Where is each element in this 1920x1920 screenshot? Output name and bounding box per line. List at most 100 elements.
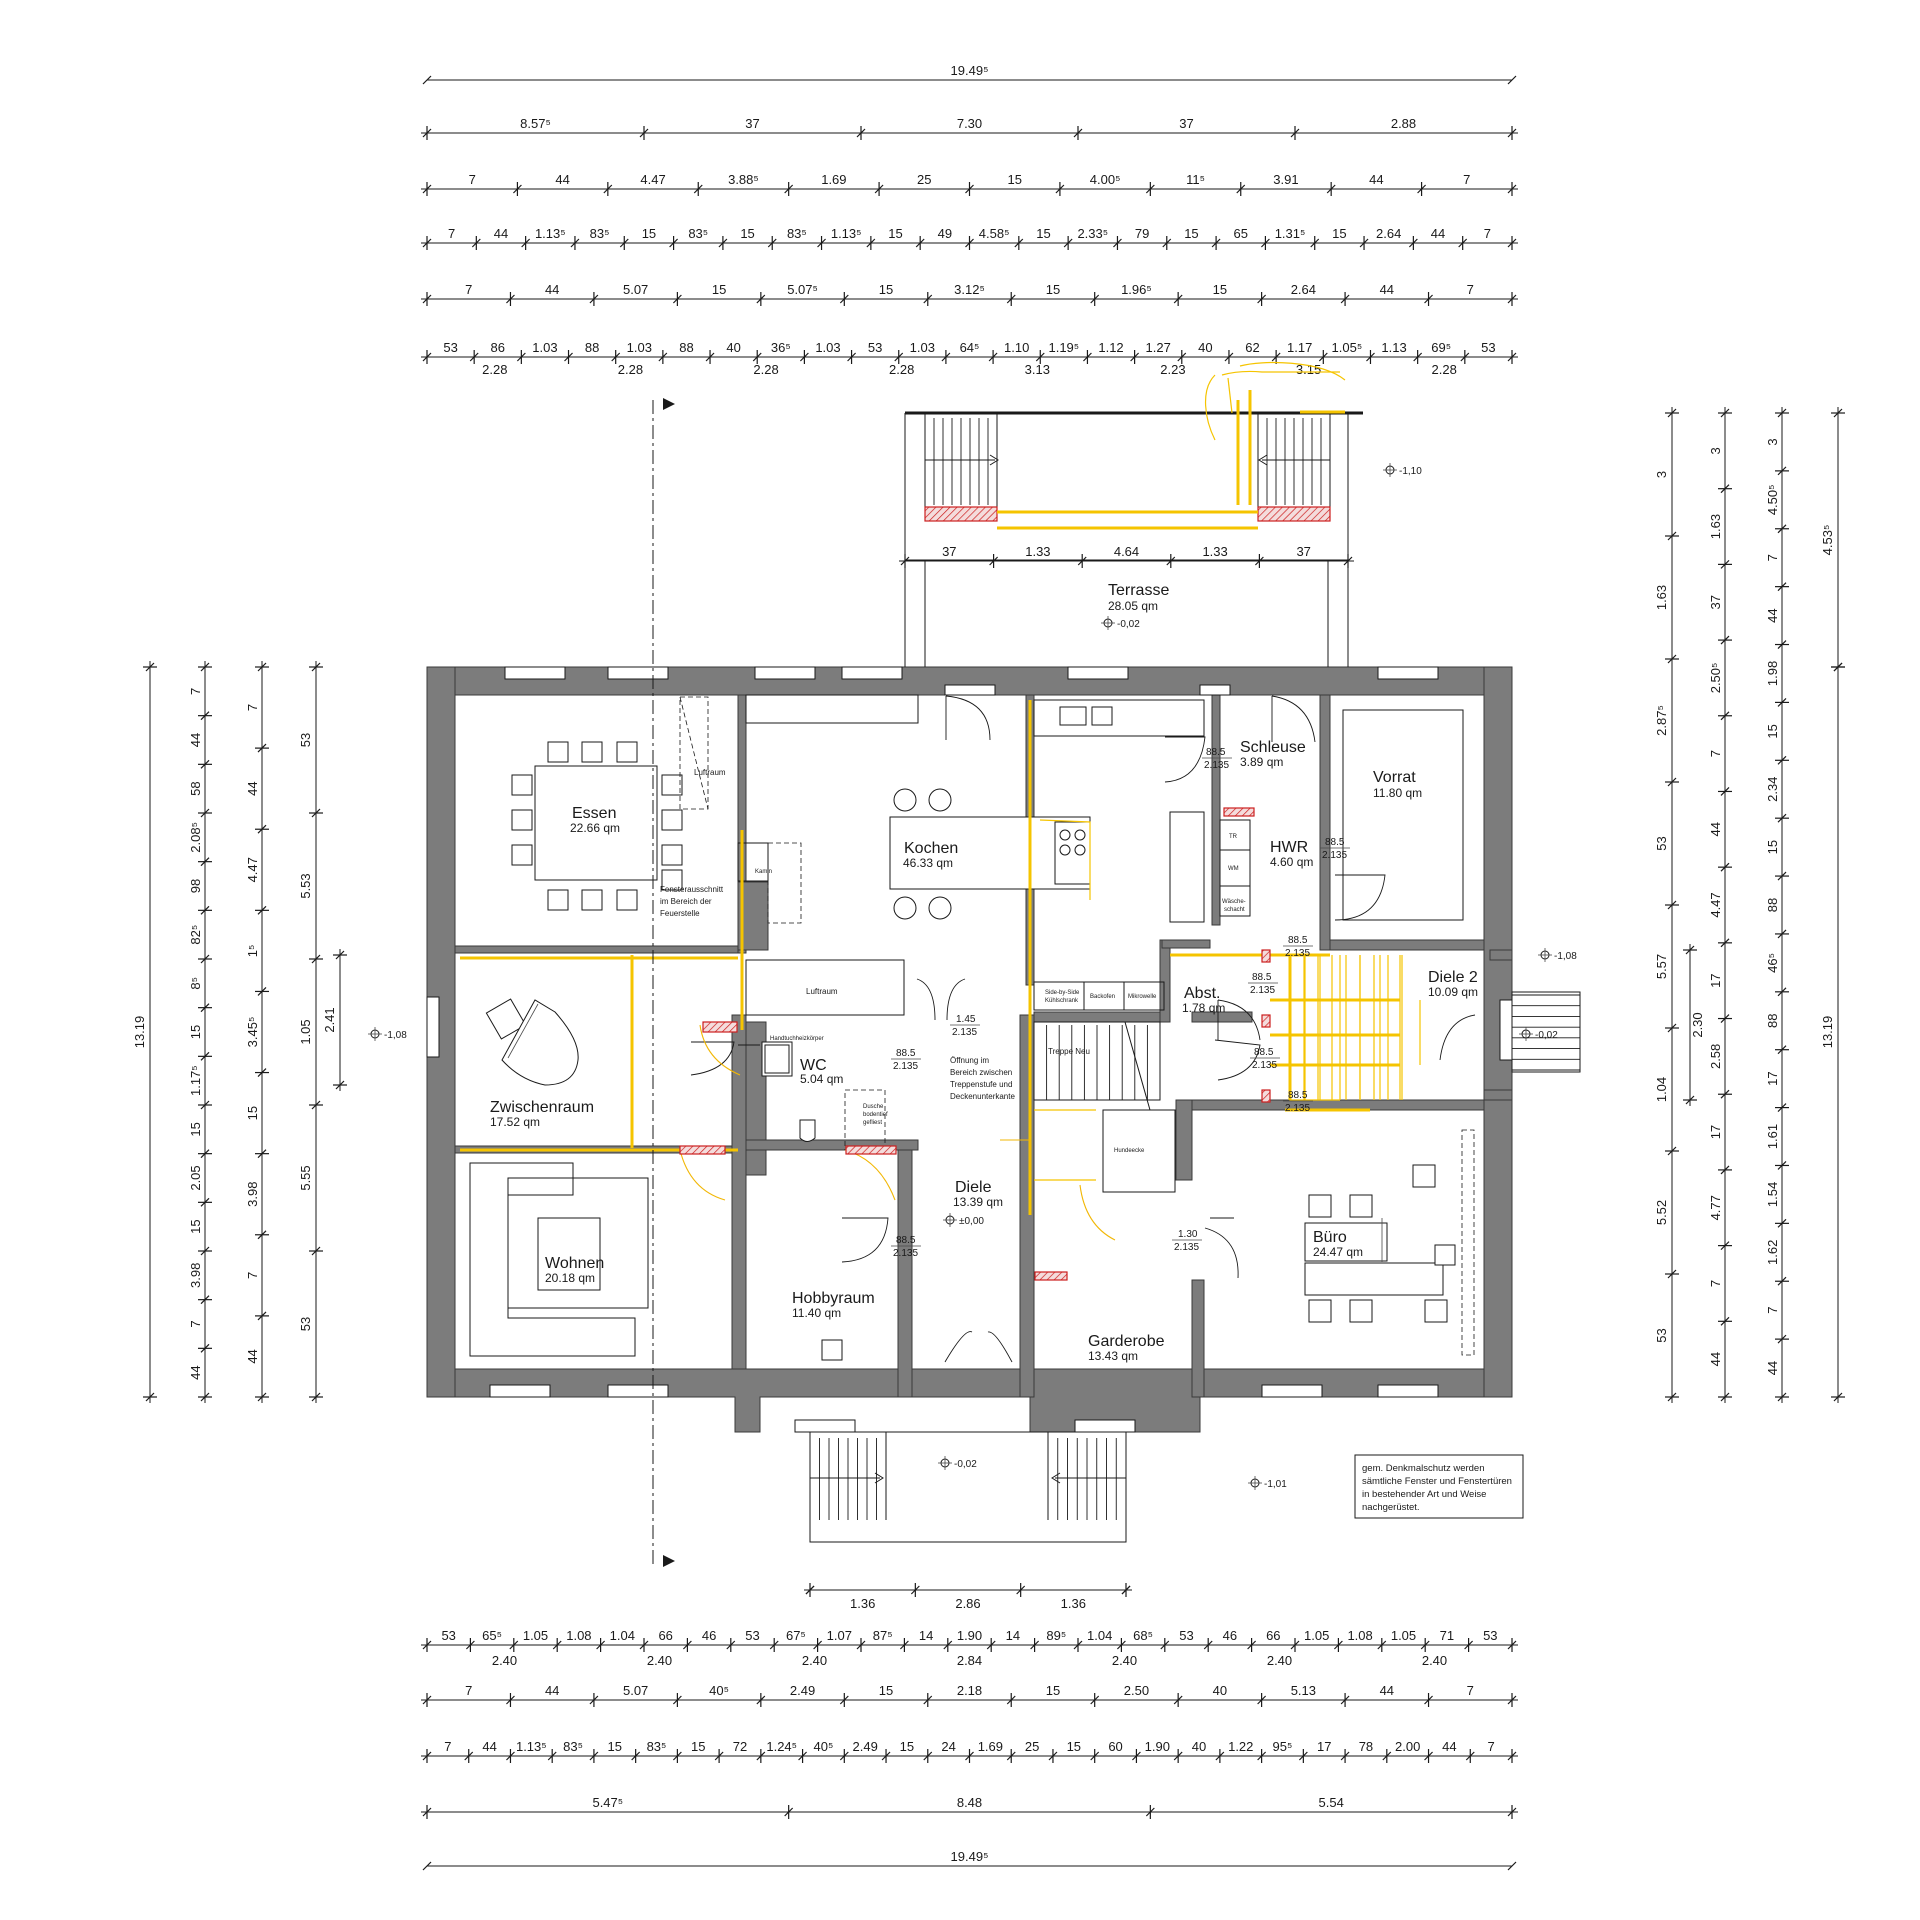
dim-bottom-row3-label: 25 bbox=[1025, 1739, 1039, 1754]
dim-top-row6b-label: 2.28 bbox=[482, 362, 507, 377]
dim-top-row2-label: 7.30 bbox=[957, 116, 982, 131]
dim-bottom-row1a-label: 1.90 bbox=[957, 1628, 982, 1643]
dim-terrace-label: 37 bbox=[1296, 544, 1310, 559]
dim-left-col1-label: 15 bbox=[188, 1122, 203, 1136]
dim-left-col1-label: 44 bbox=[188, 1365, 203, 1379]
dim-bottom-row3-label: 60 bbox=[1108, 1739, 1122, 1754]
dim-right-colA-label: 2.87⁵ bbox=[1654, 705, 1669, 736]
dim-terrace-label: 1.33 bbox=[1202, 544, 1227, 559]
dim-top-row4-label: 15 bbox=[1184, 226, 1198, 241]
door-abst-w: 88.5 bbox=[1252, 972, 1272, 983]
dim-bottom-row3-label: 78 bbox=[1359, 1739, 1373, 1754]
dim-top-row6b-label: 3.15 bbox=[1296, 362, 1321, 377]
label-oeffnung-1: Öffnung im bbox=[950, 1056, 989, 1065]
label-side-by-side: Side-by-Side bbox=[1045, 990, 1080, 996]
level-lv_s: -0,02 bbox=[954, 1459, 977, 1470]
door-schleuse-w: 88.5 bbox=[1206, 747, 1226, 758]
door-hobby-h: 2.135 bbox=[893, 1248, 918, 1259]
dim-top-row4-label: 2.33⁵ bbox=[1077, 226, 1108, 241]
dim-top-row3-label: 4.47 bbox=[640, 172, 665, 187]
dim-terrace-label: 4.64 bbox=[1114, 544, 1139, 559]
label-dusche-1: Dusche bbox=[863, 1104, 884, 1110]
dim-top-row4-label: 15 bbox=[888, 226, 902, 241]
dim-top-row3-label: 11⁵ bbox=[1186, 172, 1205, 187]
dim-bottom-stairs-label: 1.36 bbox=[1061, 1596, 1086, 1611]
dim-left-col3-label: 53 bbox=[298, 1317, 313, 1331]
dim-top-row5-label: 7 bbox=[1467, 282, 1474, 297]
room-name-garderobe: Garderobe bbox=[1088, 1333, 1165, 1350]
dim-bottom-row1b-label: 2.40 bbox=[1112, 1653, 1137, 1668]
dim-terrace-label: 37 bbox=[942, 544, 956, 559]
dim-bottom-row3-label: 2.49 bbox=[853, 1739, 878, 1754]
dim-bottom-row2-label: 7 bbox=[1467, 1683, 1474, 1698]
door-hobby-w: 88.5 bbox=[896, 1235, 916, 1246]
dim-bottom-row1a-label: 1.04 bbox=[610, 1628, 635, 1643]
door-stair-w: 88.5 bbox=[1254, 1047, 1274, 1058]
dim-bottom-row3-label: 40 bbox=[1192, 1739, 1206, 1754]
dim-left-col4-label: 2.41 bbox=[322, 1007, 337, 1032]
dim-top-row4-label: 83⁵ bbox=[688, 226, 708, 241]
dim-bottom-row3-label: 15 bbox=[608, 1739, 622, 1754]
dim-top-row6a-label: 53 bbox=[868, 340, 882, 355]
dim-right-colC-label: 46⁵ bbox=[1765, 953, 1780, 973]
dim-bottom-stairs-label: 1.36 bbox=[850, 1596, 875, 1611]
annotations: Luftraum Luftraum Kamin Fensterausschnit… bbox=[660, 768, 1246, 1154]
door-kochen-h: 2.135 bbox=[952, 1027, 977, 1038]
room-name-abst: Abst. bbox=[1184, 985, 1220, 1002]
room-name-zwischenraum: Zwischenraum bbox=[490, 1099, 594, 1116]
room-area-diele: 13.39 qm bbox=[953, 1195, 1003, 1209]
level-lv_w: -1,08 bbox=[384, 1030, 407, 1041]
dim-bottom-row1a-label: 53 bbox=[745, 1628, 759, 1643]
dim-bottom-row2-label: 5.07 bbox=[623, 1683, 648, 1698]
dim-top-row6b-label: 2.28 bbox=[618, 362, 643, 377]
dim-right-colC-label: 2.34 bbox=[1765, 777, 1780, 802]
dim-bottom-row2-label: 2.18 bbox=[957, 1683, 982, 1698]
dim-bottom-row2-label: 15 bbox=[879, 1683, 893, 1698]
dim-top-row6b-label: 3.13 bbox=[1025, 362, 1050, 377]
dim-right-colC-label: 1.61 bbox=[1765, 1124, 1780, 1149]
note-line-4: nachgerüstet. bbox=[1362, 1502, 1420, 1513]
dim-bottom-row1b-label: 2.84 bbox=[957, 1653, 982, 1668]
room-area-essen: 22.66 qm bbox=[570, 821, 620, 835]
dim-bottom-row1a-label: 65⁵ bbox=[482, 1628, 502, 1643]
room-name-kochen: Kochen bbox=[904, 840, 958, 857]
label-dusche-2: bodentief bbox=[863, 1112, 888, 1118]
note-line-3: in bestehender Art und Weise bbox=[1362, 1489, 1486, 1500]
dim-bottom-row2-label: 44 bbox=[545, 1683, 559, 1698]
dim-top-row2-label: 37 bbox=[745, 116, 759, 131]
dim-bottom-row3-label: 7 bbox=[1488, 1739, 1495, 1754]
dim-left-col1-label: 2.08⁵ bbox=[188, 822, 203, 853]
dim-left-col1-label: 82⁵ bbox=[188, 925, 203, 945]
dim-top-row6a-label: 1.03 bbox=[910, 340, 935, 355]
dim-bottom-row1b-label: 2.40 bbox=[802, 1653, 827, 1668]
dim-bottom-row1a-label: 67⁵ bbox=[786, 1628, 806, 1643]
label-mikrowelle: Mikrowelle bbox=[1128, 994, 1157, 1000]
dim-top-row6a-label: 53 bbox=[443, 340, 457, 355]
dim-bottom-row1a-label: 1.08 bbox=[1347, 1628, 1372, 1643]
door-vorrat-w: 88.5 bbox=[1325, 837, 1345, 848]
dim-right-total: 13.19 bbox=[1820, 661, 1845, 1403]
dim-left-col2-label: 44 bbox=[245, 781, 260, 795]
dim-bottom-row2-label: 40 bbox=[1213, 1683, 1227, 1698]
dim-right-colA-label: 1.63 bbox=[1654, 585, 1669, 610]
dim-top-row2-label: 37 bbox=[1179, 116, 1193, 131]
dim-left-col2-label: 7 bbox=[245, 1272, 260, 1279]
dim-bottom-stairs-label: 2.86 bbox=[955, 1596, 980, 1611]
dim-top-row2-label: 8.57⁵ bbox=[520, 116, 551, 131]
room-area-terrasse: 28.05 qm bbox=[1108, 599, 1158, 613]
dim-top-row6a-label: 88 bbox=[585, 340, 599, 355]
dim-top-total-label: 19.49⁵ bbox=[951, 63, 989, 78]
dim-right-colC-label: 7 bbox=[1765, 1307, 1780, 1314]
dim-right-colC-label: 7 bbox=[1765, 554, 1780, 561]
level-lv_e: -1,08 bbox=[1554, 951, 1577, 962]
dim-top-row4-label: 1.31⁵ bbox=[1275, 226, 1306, 241]
dim-bottom-row3-label: 7 bbox=[444, 1739, 451, 1754]
